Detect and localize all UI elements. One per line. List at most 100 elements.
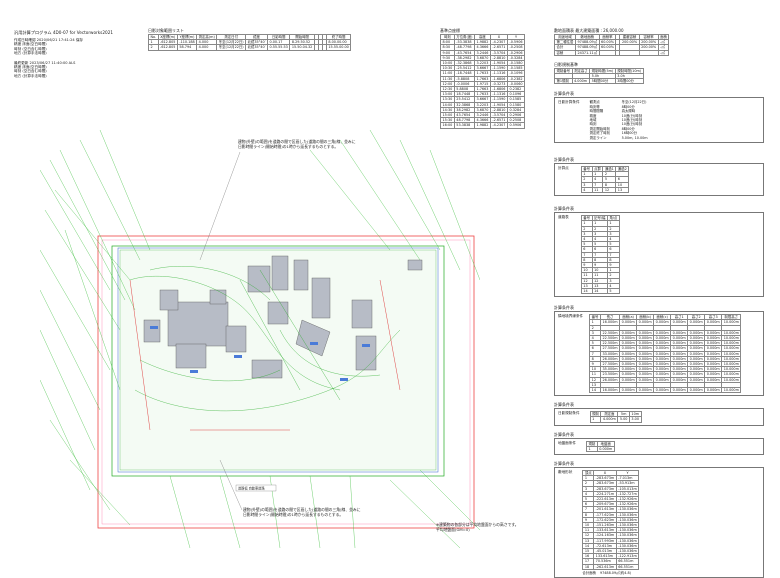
table-cell: 0.00.17 bbox=[266, 39, 291, 46]
leader-line bbox=[199, 151, 241, 261]
column-header: 建蔽容積 bbox=[619, 33, 640, 41]
table-cell: -130.036m bbox=[615, 532, 640, 539]
table-cell: -224.271m bbox=[593, 490, 617, 498]
table-cell: 0.000m bbox=[670, 319, 689, 326]
building bbox=[355, 335, 377, 371]
table-cell: 5 bbox=[606, 287, 620, 295]
table-cell: -172.623m bbox=[593, 516, 617, 524]
header-line: 精度 床面(空白時間) bbox=[14, 65, 47, 70]
table-cell: 43.7654 bbox=[453, 112, 476, 119]
table-cell: 0.000m bbox=[653, 334, 672, 342]
annotation-bottom-right: ※建築物の各部分は平均地盤面からの高さです。平均地盤面(GM=0) bbox=[436, 522, 519, 532]
section-title: 日影規制基準 bbox=[554, 61, 578, 67]
annotation-line: ※建築物の各部分は平均地盤面からの高さです。 bbox=[436, 522, 519, 527]
column-header: 制限高さ bbox=[721, 314, 742, 321]
table-cell: 0.000m bbox=[704, 386, 723, 394]
table-cell: -53.913m bbox=[615, 480, 640, 487]
table-cell: 0.000m bbox=[670, 329, 689, 336]
calc-cond-value: 8時00分 bbox=[621, 104, 635, 109]
table-cell: -3.5704 bbox=[489, 112, 508, 119]
table-cell: -130.036m bbox=[615, 511, 640, 518]
app-title: 汎用計算プログラム 4D0-07 for Vectorworks2021 bbox=[14, 30, 114, 35]
table-cell: 1.7633 bbox=[474, 70, 491, 77]
table-cell: 11:30 bbox=[440, 75, 455, 82]
table-cell: 26.000m bbox=[599, 376, 621, 383]
site-plan-drawing[interactable]: 道路幅 自動車道路 bbox=[40, 130, 480, 548]
table-cell: 0.000m bbox=[670, 350, 689, 357]
table-cell: 10.000m bbox=[721, 360, 742, 368]
table-cell: -2.8810 bbox=[489, 54, 508, 62]
header-line: 最終更新 2023/06/27 11:40:00 ALS bbox=[14, 60, 76, 65]
table-cell: 5.00 bbox=[617, 416, 630, 423]
building bbox=[225, 325, 247, 353]
table-cell: 1.9715 bbox=[474, 80, 491, 88]
table-cell bbox=[598, 49, 617, 56]
table-cell: -132.926m bbox=[615, 501, 640, 508]
table-cell: 0.000m bbox=[619, 340, 638, 347]
table-cell: 0.000m bbox=[653, 329, 672, 336]
table-cell: 0.000m bbox=[596, 445, 615, 453]
table-cell: 0.000m bbox=[687, 376, 706, 383]
table-cell: 0.000m bbox=[670, 371, 689, 378]
table-cell: 0.000m bbox=[619, 360, 638, 368]
table-cell: 第二種住居 bbox=[554, 39, 576, 46]
table-cell: -㎡ bbox=[657, 49, 670, 56]
calc-cond-key: 時間間隔 bbox=[589, 109, 604, 114]
table-cell: -0.0060 bbox=[506, 80, 526, 88]
table-cell: 0.000m bbox=[653, 371, 672, 378]
table-cell: -0.2508 bbox=[506, 44, 526, 51]
table-cell: -612.805 bbox=[157, 39, 178, 46]
table-cell: 10.000m bbox=[721, 345, 742, 352]
table-cell: 0.2382 bbox=[506, 86, 526, 93]
table-cell: -177.623m bbox=[593, 511, 617, 518]
calc-cond-value: 10進(分)時刻 bbox=[621, 122, 643, 127]
table-cell: -124.163m bbox=[593, 532, 617, 539]
table-header-row: 規制地盤面 bbox=[585, 440, 615, 447]
table-cell: -133.613m bbox=[593, 527, 617, 534]
table-cell: -1.1316 bbox=[489, 91, 508, 98]
table-cell: 18.7448 bbox=[453, 91, 476, 98]
table-cell: 0.000m bbox=[653, 319, 672, 326]
table-cell: 10.000m bbox=[721, 329, 742, 336]
table-cell: 48.7798 bbox=[453, 117, 476, 124]
table-cell: 1.9882 bbox=[474, 39, 491, 46]
table-cell: 0.000m bbox=[704, 319, 723, 326]
section-title: 計算条件表 bbox=[554, 91, 574, 97]
table-cell: 14:00 bbox=[440, 101, 455, 108]
section-title: 計算条件表 bbox=[554, 431, 574, 437]
column-header: X座標(m) bbox=[157, 33, 178, 41]
table-cell: 0.1580 bbox=[506, 101, 526, 108]
table-cell: -130.036m bbox=[615, 516, 640, 524]
road-label-box bbox=[235, 484, 277, 492]
table-header-row: 番号記号/幅角/点 bbox=[580, 215, 620, 222]
table-cell: 0.000m bbox=[653, 376, 672, 383]
calc-cond-value: 8時00分 bbox=[621, 126, 635, 131]
table-row: 9-172.623m-130.036m bbox=[582, 516, 640, 524]
table-cell: 3.6870 bbox=[474, 54, 491, 62]
table-cell: -㎡ bbox=[657, 44, 670, 51]
table-cell: 0.000m bbox=[704, 355, 723, 362]
table-cell: -209.673m bbox=[593, 501, 617, 508]
column-header: 測定面 bbox=[600, 411, 619, 418]
column-header: 測定高(m) bbox=[196, 33, 218, 41]
table-cell: -4.2307 bbox=[489, 122, 508, 129]
table-cell: -0.2906 bbox=[506, 49, 526, 56]
header-line: 時刻 (空白含む時間) bbox=[14, 46, 47, 51]
table-cell: 60.00% bbox=[598, 39, 617, 46]
